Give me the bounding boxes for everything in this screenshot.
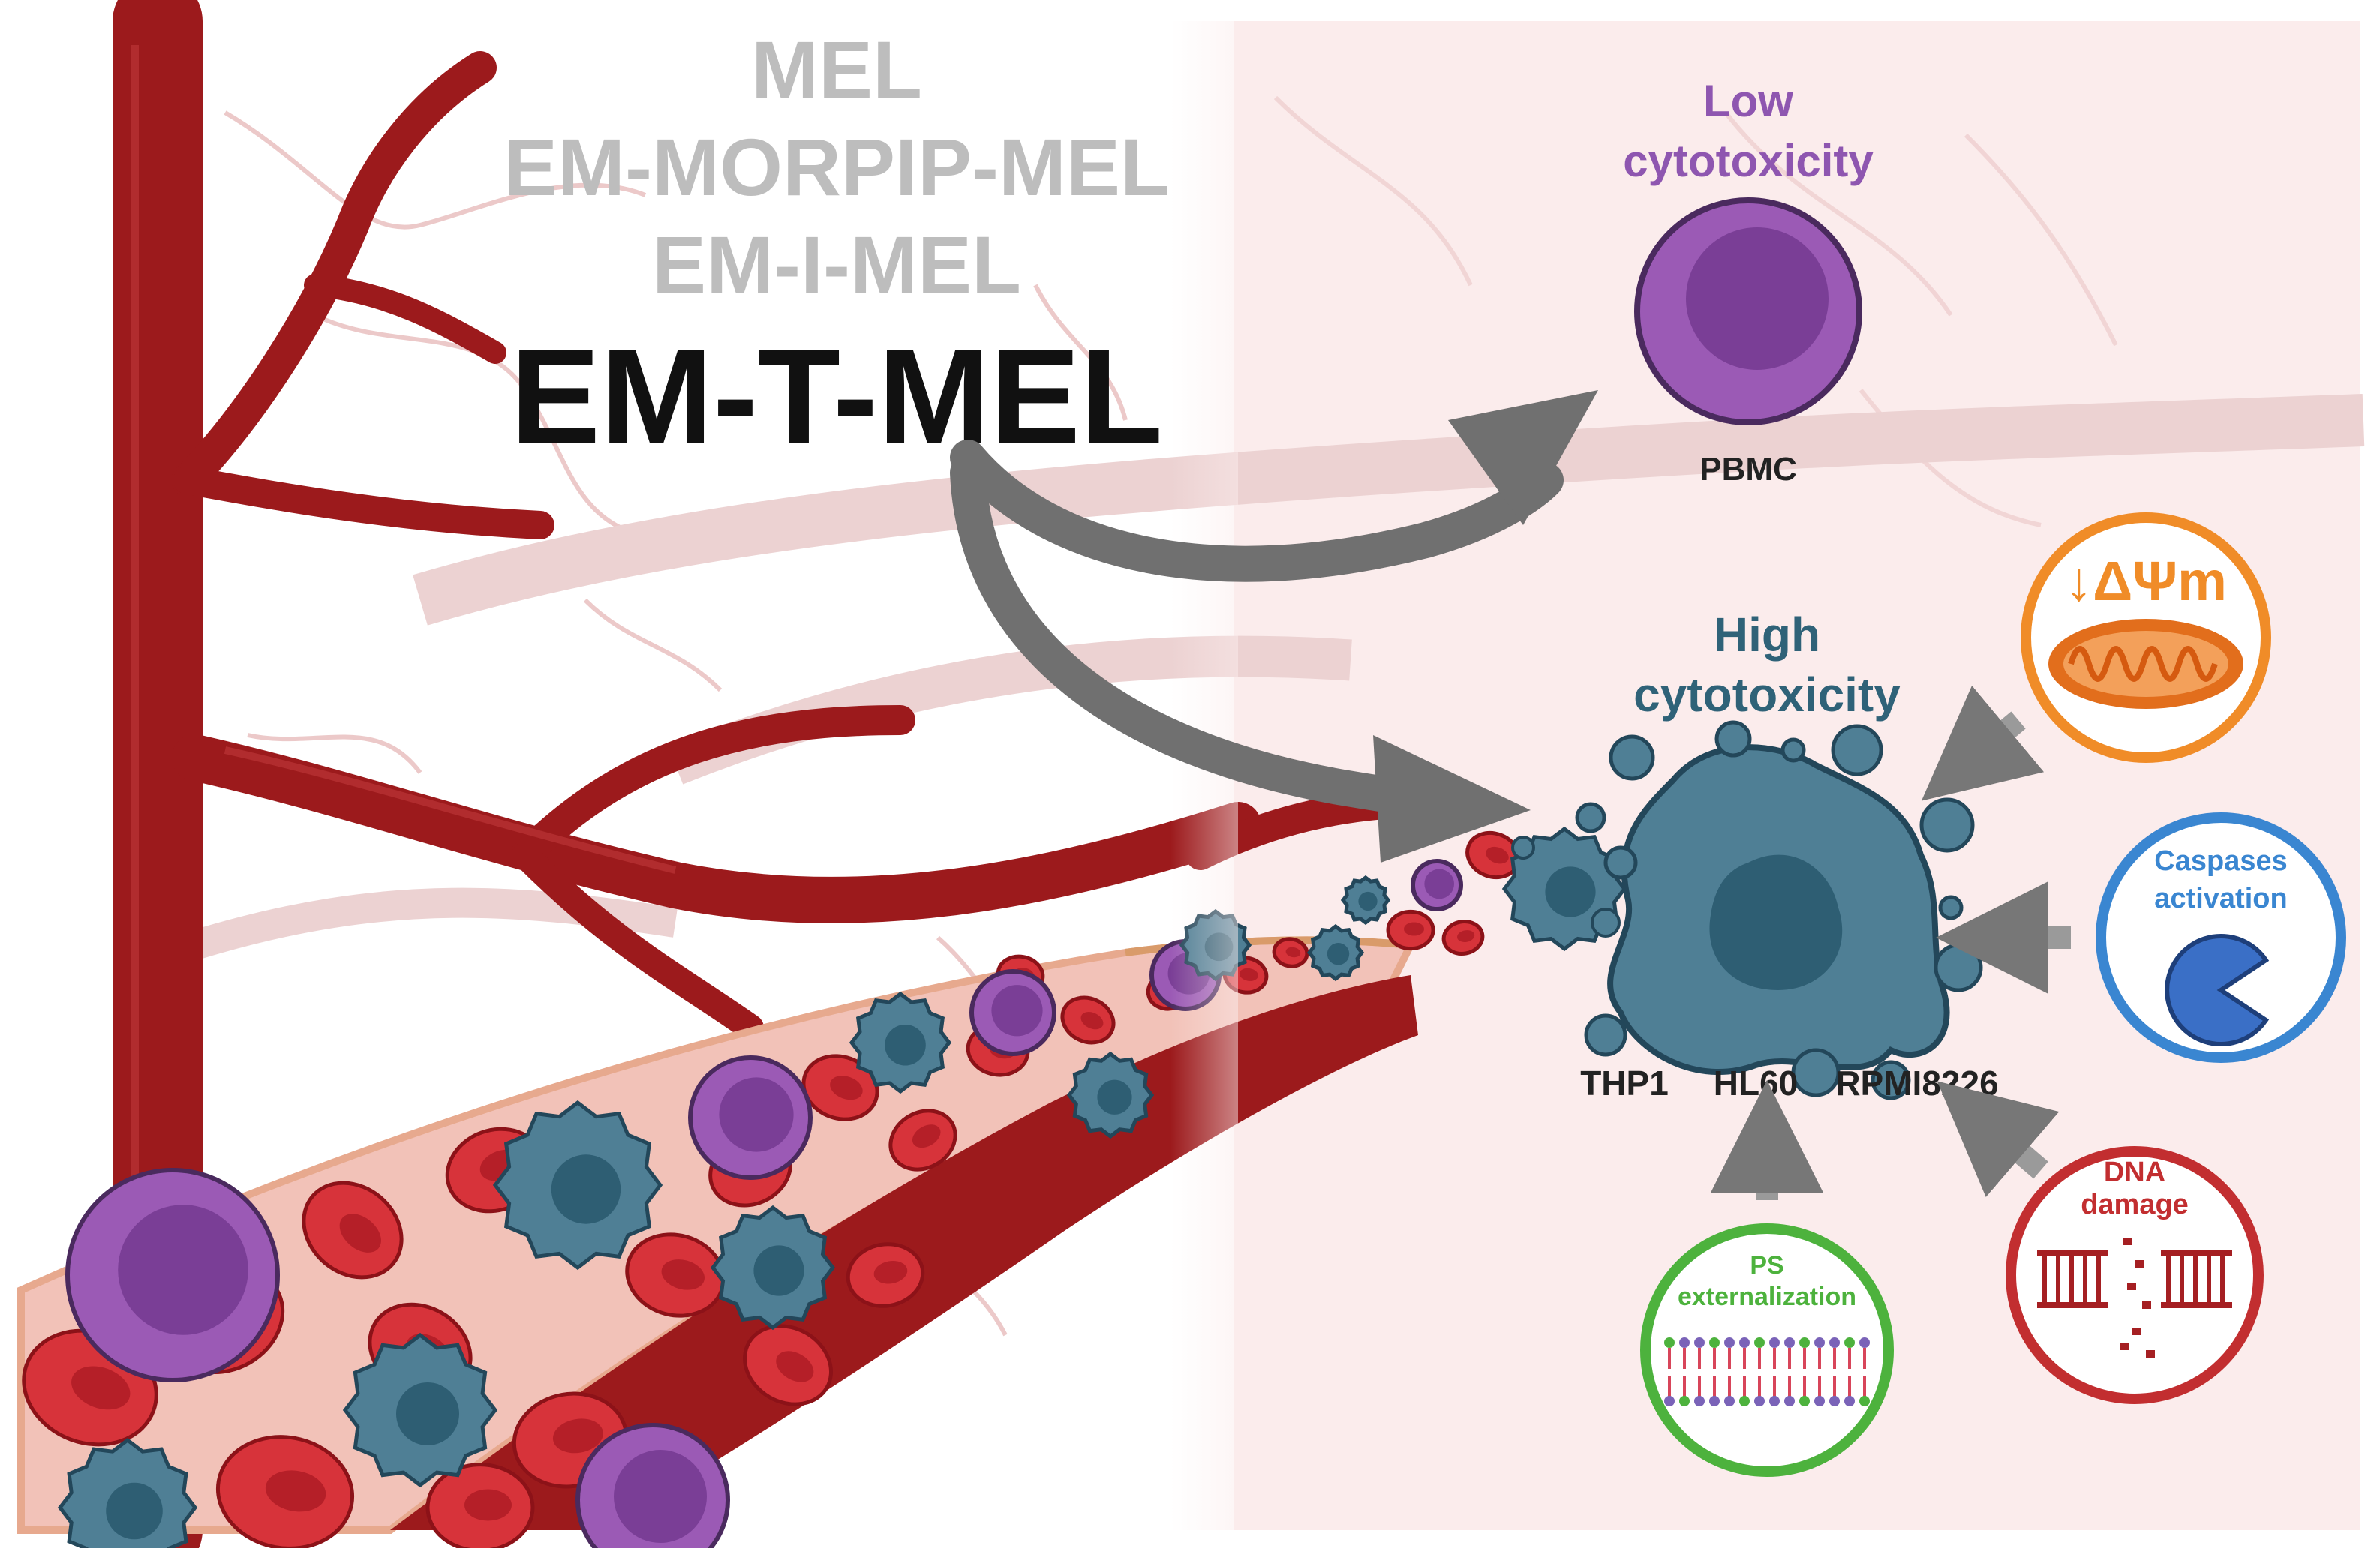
- high-label-line2: cytotoxicity: [1633, 668, 1901, 722]
- red-blood-cell: [1272, 937, 1309, 968]
- arrow-to-low-cytotoxicity: [950, 440, 1564, 582]
- low-label-line1: Low: [1703, 76, 1793, 126]
- pbmc-label: PBMC: [1699, 451, 1797, 488]
- apoptotic-bleb: [1714, 720, 1752, 758]
- dna-label-line1: DNA: [2104, 1157, 2165, 1188]
- mechanism-caspase: Caspases activation: [2096, 812, 2346, 1063]
- apoptotic-bleb: [1831, 724, 1883, 776]
- pacman-enzyme-icon: [2165, 934, 2270, 1046]
- pbmc-blood-cell: [1411, 859, 1463, 911]
- arrow-dna-to-cell: [1937, 1081, 2060, 1197]
- arrow-head-high: [1373, 735, 1531, 863]
- red-blood-cell: [302, 1181, 404, 1280]
- low-label-line2: cytotoxicity: [1623, 136, 1874, 186]
- leukemia-cell: [1306, 923, 1365, 982]
- high-label-line1: High: [1714, 608, 1820, 662]
- pbmc-nucleus: [1686, 227, 1829, 370]
- mitochondrion-icon: [2048, 619, 2243, 709]
- leukemia-cell: [1066, 1051, 1155, 1139]
- pbmc-blood-cell: [65, 1168, 280, 1382]
- apoptotic-bleb: [1609, 734, 1655, 781]
- apoptotic-cancer-cell: [1607, 744, 1950, 1075]
- caspase-label-line2: activation: [2154, 883, 2287, 914]
- apoptotic-bleb: [1934, 943, 1983, 992]
- peptide-mel: MEL: [751, 24, 922, 115]
- leukemia-cell: [342, 1332, 498, 1488]
- leukemia-cell: [710, 1205, 836, 1331]
- mechanism-mito: ↓ΔΨm: [2021, 512, 2271, 763]
- leukemia-cell: [492, 1100, 663, 1271]
- red-blood-cell: [625, 1232, 726, 1318]
- arrow-mito-to-cell: [1921, 685, 2045, 801]
- peptide-em-morpip-mel: EM-MORPIP-MEL: [503, 122, 1170, 212]
- cell-line-hl60: HL60: [1714, 1064, 1798, 1103]
- red-blood-cell: [743, 1324, 833, 1406]
- ps-label-line1: PS: [1750, 1251, 1783, 1280]
- ps-label-line2: externalization: [1678, 1283, 1856, 1311]
- cell-line-rpmi8226: RPMI8226: [1835, 1064, 1998, 1103]
- apoptotic-bleb: [1575, 802, 1606, 833]
- red-blood-cell: [1060, 995, 1116, 1045]
- leukemia-cell: [1340, 875, 1391, 926]
- bleb: [1591, 908, 1621, 938]
- red-blood-cell: [425, 1463, 535, 1552]
- apoptotic-bleb: [1584, 1013, 1627, 1057]
- mito-label: ↓ΔΨm: [2065, 550, 2227, 612]
- leukemia-cell: [57, 1437, 198, 1552]
- pbmc-blood-cell: [575, 1423, 730, 1552]
- red-blood-cell: [846, 1242, 925, 1308]
- broken-dna-icon: [2037, 1238, 2232, 1358]
- apoptotic-bleb: [1791, 1048, 1841, 1097]
- apoptotic-bleb: [1603, 845, 1638, 880]
- pbmc-blood-cell: [969, 969, 1056, 1056]
- red-blood-cell: [215, 1435, 355, 1550]
- arrow-head-low: [1448, 390, 1598, 525]
- red-blood-cell: [888, 1109, 957, 1172]
- pbmc-blood-cell: [688, 1055, 813, 1180]
- caspase-label-line1: Caspases: [2154, 845, 2287, 877]
- peptide-em-i-mel: EM-I-MEL: [652, 219, 1021, 310]
- apoptotic-bleb: [1919, 797, 1975, 853]
- mechanism-dna: DNA damage: [2006, 1146, 2264, 1404]
- apoptotic-bleb: [1938, 895, 1964, 920]
- cell-line-thp1: THP1: [1580, 1064, 1669, 1103]
- red-blood-cell: [1441, 920, 1485, 956]
- apoptotic-bleb: [1780, 737, 1806, 763]
- leukemia-cell: [849, 991, 952, 1094]
- red-blood-cell: [801, 1054, 879, 1121]
- mechanism-ps: PS externalization: [1640, 1223, 1894, 1477]
- streaming-cells: [1511, 836, 1621, 938]
- peptide-em-t-mel: EM-T-MEL: [510, 321, 1163, 472]
- apoptotic-bleb: [1871, 1060, 1911, 1100]
- bleb: [1511, 836, 1535, 860]
- lipid-bilayer-icon: [1664, 1337, 1870, 1406]
- red-blood-cell: [1386, 909, 1435, 951]
- dna-label-line2: damage: [2081, 1189, 2189, 1220]
